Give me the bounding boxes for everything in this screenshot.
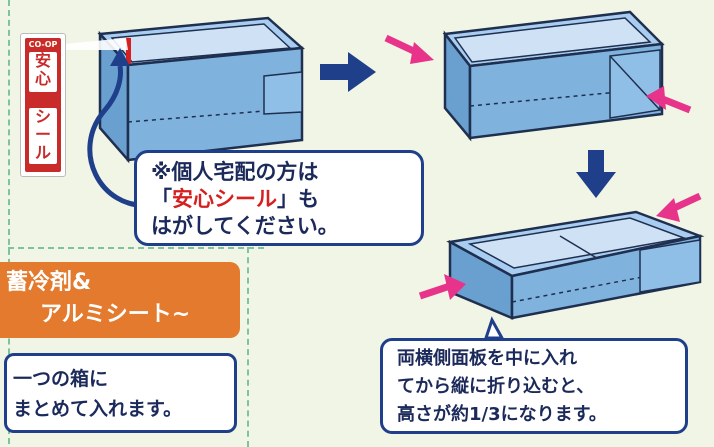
section-line-1: 蓄冷剤& [6, 270, 92, 295]
seal-brand: CO-OP [28, 40, 58, 49]
callout-line-3: はがしてください。 [151, 214, 339, 238]
seal-zoom-callout [64, 38, 128, 50]
seal-label-body: CO-OP 安心 シール [25, 38, 61, 172]
callout-bracket-open: 「 [151, 187, 172, 211]
box-step-3 [446, 210, 705, 320]
curved-arrow-head [110, 48, 130, 66]
note-line-2: まとめて入れます。 [13, 398, 183, 420]
callout-highlight: 安心シール [172, 187, 277, 211]
callout-bracket-close: 」も [277, 187, 319, 211]
divider-horizontal [8, 247, 264, 249]
callout-line-2: 「安心シール」も [151, 186, 421, 213]
divider-vertical [8, 0, 10, 444]
section-line-2: アルミシート~ [40, 302, 191, 327]
instruction-line-2: てから縦に折り込むと、 [397, 376, 595, 397]
instruction-box: 両横側面板を中に入れ てから縦に折り込むと、 高さが約1/3になります。 [380, 338, 688, 434]
step-arrow-right [320, 52, 376, 92]
step-arrow-down [576, 150, 616, 198]
pink-arrow-4 [418, 274, 466, 300]
seal-text-2: シール [29, 108, 57, 164]
seal-marker [126, 38, 131, 64]
box-step-1 [64, 16, 305, 164]
divider-vertical-2 [247, 247, 249, 447]
seal-text-1: 安心 [29, 52, 57, 92]
instruction-pointer [483, 316, 505, 340]
curved-arrow [87, 65, 151, 208]
section-tab-cold-pack: 蓄冷剤& アルミシート~ [0, 262, 240, 338]
note-line-1: 一つの箱に [13, 368, 109, 390]
anshin-seal-label: CO-OP 安心 シール [20, 33, 66, 177]
note-box: 一つの箱に まとめて入れます。 [4, 353, 237, 433]
callout-line-1: ※個人宅配の方は [151, 160, 319, 184]
instruction-line-1: 両横側面板を中に入れ [397, 348, 577, 369]
callout-remove-seal: ※個人宅配の方は 「安心シール」も はがしてください。 [134, 150, 424, 246]
pink-arrow-1 [384, 34, 434, 64]
box-step-2 [442, 10, 665, 142]
instruction-line-3: 高さが約1/3になります。 [397, 404, 607, 425]
pink-arrow-3 [656, 192, 702, 222]
pink-arrow-2 [646, 86, 692, 114]
